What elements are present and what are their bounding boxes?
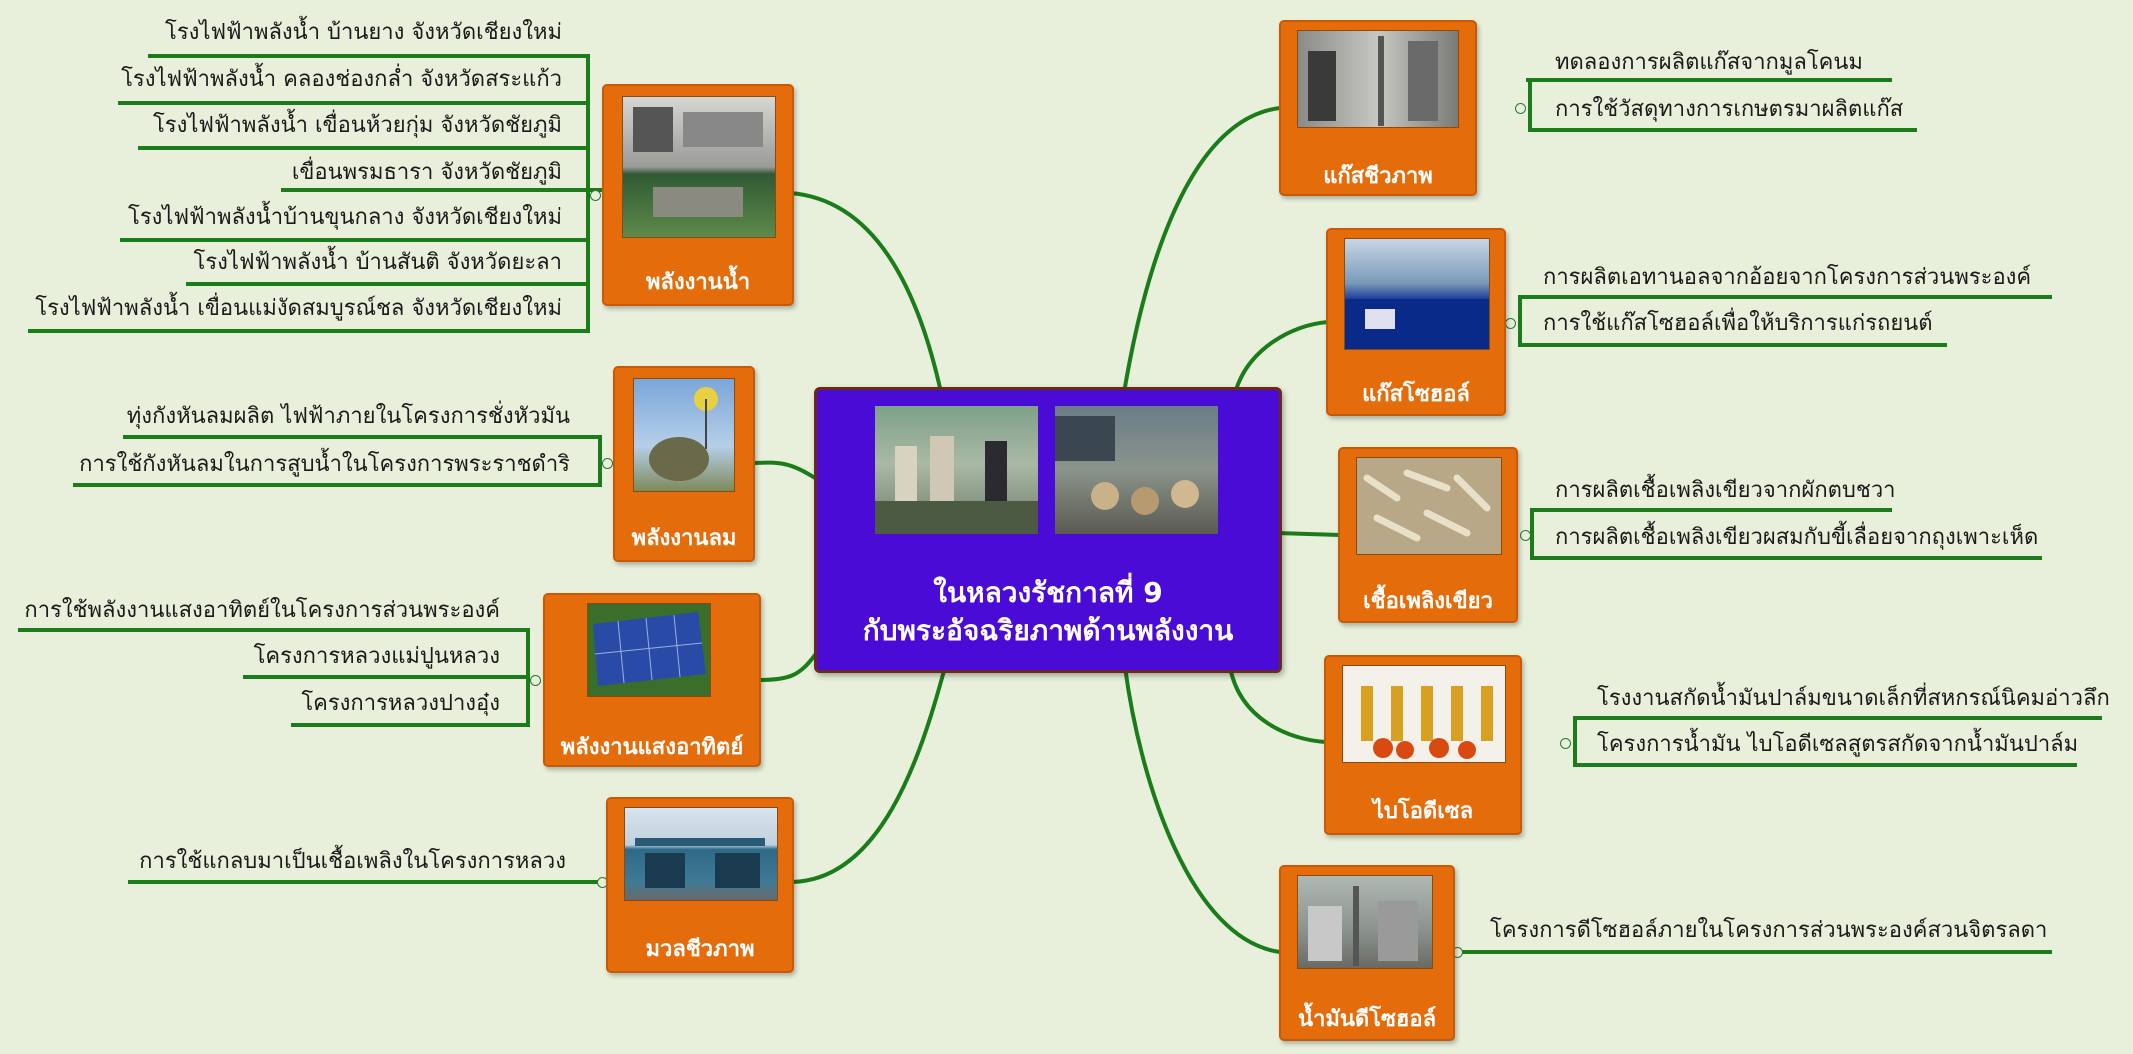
leaf-solar-2[interactable]: โครงการหลวงแม่ปูนหลวง	[253, 644, 500, 669]
photo-biogas-lab	[1297, 30, 1459, 128]
leaf-water-1[interactable]: โรงไฟฟ้าพลังน้ำ บ้านยาง จังหวัดเชียงใหม่	[165, 20, 562, 45]
leaf-wind-2[interactable]: การใช้กังหันลมในการสูบน้ำในโครงการพระราช…	[79, 452, 570, 477]
leaf-biogas-2[interactable]: การใช้วัสดุทางการเกษตรมาผลิตแก๊ส	[1555, 97, 1904, 122]
category-label: ไบโอดีเซล	[1372, 799, 1474, 824]
junction-dot	[602, 458, 613, 469]
leaf-solar-3[interactable]: โครงการหลวงปางอุ๋ง	[301, 691, 500, 716]
photo-solar-panels	[587, 603, 711, 697]
category-label: น้ำมันดีโซฮอล์	[1297, 1007, 1437, 1032]
leaf-water-2[interactable]: โรงไฟฟ้าพลังน้ำ คลองช่องกล่ำ จังหวัดสระแ…	[121, 67, 562, 92]
leaf-gasohol-2[interactable]: การใช้แก๊สโซฮอล์เพื่อให้บริการแก่รถยนต์	[1543, 311, 1933, 336]
branch-solar	[758, 653, 817, 682]
category-biodiesel[interactable]: ไบโอดีเซล	[1324, 655, 1522, 835]
category-label: พลังงานลม	[631, 526, 737, 551]
branch-biodiesel	[1228, 665, 1328, 744]
category-label: เชื้อเพลิงเขียว	[1363, 589, 1493, 614]
leaf-greenfuel-1[interactable]: การผลิตเชื้อเพลิงเขียวจากผักตบชวา	[1555, 478, 1896, 503]
leaf-gasohol-1[interactable]: การผลิตเอทานอลจากอ้อยจากโครงการส่วนพระอง…	[1543, 265, 2032, 290]
branch-diesohol	[1123, 665, 1282, 954]
leaf-water-6[interactable]: โรงไฟฟ้าพลังน้ำ บ้านสันติ จังหวัดยะลา	[193, 250, 562, 275]
junction-dot	[530, 675, 541, 686]
category-diesohol[interactable]: น้ำมันดีโซฮอล์	[1279, 865, 1455, 1041]
category-label: แก๊สชีวภาพ	[1323, 164, 1433, 189]
photo-gasohol-station	[1344, 238, 1490, 350]
junction-dot	[590, 190, 601, 201]
category-biomass[interactable]: มวลชีวภาพ	[606, 797, 794, 973]
leaf-water-3[interactable]: โรงไฟฟ้าพลังน้ำ เขื่อนห้วยกุ่ม จังหวัดชั…	[152, 113, 562, 138]
leaf-wind-1[interactable]: ทุ่งกังหันลมผลิต ไฟฟ้าภายในโครงการชั่งหั…	[126, 404, 570, 429]
junction-dot	[1505, 318, 1516, 329]
leaf-solar-1[interactable]: การใช้พลังงานแสงอาทิตย์ในโครงการส่วนพระอ…	[24, 598, 500, 623]
leaf-diesohol-1[interactable]: โครงการดีโซฮอล์ภายในโครงการส่วนพระองค์สว…	[1490, 918, 2048, 943]
photo-diesohol-plant	[1297, 875, 1433, 969]
leaf-biomass-1[interactable]: การใช้แกลบมาเป็นเชื้อเพลิงในโครงการหลวง	[139, 849, 566, 874]
leaf-biogas-1[interactable]: ทดลองการผลิตแก๊สจากมูลโคนม	[1555, 50, 1863, 75]
junction-dot	[1560, 738, 1571, 749]
photo-biomass-plant	[624, 807, 778, 901]
central-title-line2: กับพระอัจฉริยภาพด้านพลังงาน	[862, 614, 1234, 647]
category-label: พลังงานแสงอาทิตย์	[560, 735, 744, 760]
photo-king-villagers	[1055, 406, 1218, 534]
branch-wind	[750, 460, 817, 480]
branch-water	[788, 191, 942, 390]
category-label: มวลชีวภาพ	[645, 937, 755, 962]
photo-wind-turbine	[633, 378, 735, 492]
category-green-fuel[interactable]: เชื้อเพลิงเขียว	[1338, 447, 1518, 623]
central-topic[interactable]: ในหลวงรัชกาลที่ 9 กับพระอัจฉริยภาพด้านพล…	[814, 387, 1282, 673]
photo-hydropower	[622, 96, 776, 238]
leaf-water-5[interactable]: โรงไฟฟ้าพลังน้ำบ้านขุนกลาง จังหวัดเชียงใ…	[128, 205, 562, 230]
junction-dot	[1520, 530, 1531, 541]
branch-biomass	[790, 665, 947, 884]
category-label: พลังงานน้ำ	[645, 270, 751, 295]
category-gasohol[interactable]: แก๊สโซฮอล์	[1326, 228, 1506, 416]
junction-dot	[1515, 103, 1526, 114]
category-biogas[interactable]: แก๊สชีวภาพ	[1279, 20, 1477, 196]
central-title: ในหลวงรัชกาลที่ 9 กับพระอัจฉริยภาพด้านพล…	[817, 574, 1279, 650]
leaf-water-7[interactable]: โรงไฟฟ้าพลังน้ำ เขื่อนแม่งัดสมบูรณ์ชล จั…	[35, 296, 562, 321]
photo-king-field	[875, 406, 1038, 534]
photo-palm-oil-tubes	[1342, 665, 1506, 763]
leaf-biodiesel-2[interactable]: โครงการน้ำมัน ไบโอดีเซลสูตรสกัดจากน้ำมัน…	[1597, 732, 2079, 757]
branch-gasohol	[1235, 320, 1330, 389]
branch-greenfuel	[1275, 531, 1342, 537]
category-water-energy[interactable]: พลังงานน้ำ	[602, 84, 794, 306]
category-solar-energy[interactable]: พลังงานแสงอาทิตย์	[543, 593, 761, 767]
category-wind-energy[interactable]: พลังงานลม	[613, 366, 755, 562]
category-label: แก๊สโซฮอล์	[1362, 382, 1470, 407]
central-title-line1: ในหลวงรัชกาลที่ 9	[933, 576, 1163, 609]
leaf-greenfuel-2[interactable]: การผลิตเชื้อเพลิงเขียวผสมกับขี้เลื่อยจาก…	[1555, 525, 2039, 550]
leaf-water-4[interactable]: เขื่อนพรมธารา จังหวัดชัยภูมิ	[291, 160, 562, 185]
photo-green-fuel-pellets	[1356, 457, 1502, 555]
branch-biogas	[1123, 106, 1282, 389]
leaf-biodiesel-1[interactable]: โรงงานสกัดน้ำมันปาล์มขนาดเล็กที่สหกรณ์นิ…	[1597, 686, 2110, 711]
